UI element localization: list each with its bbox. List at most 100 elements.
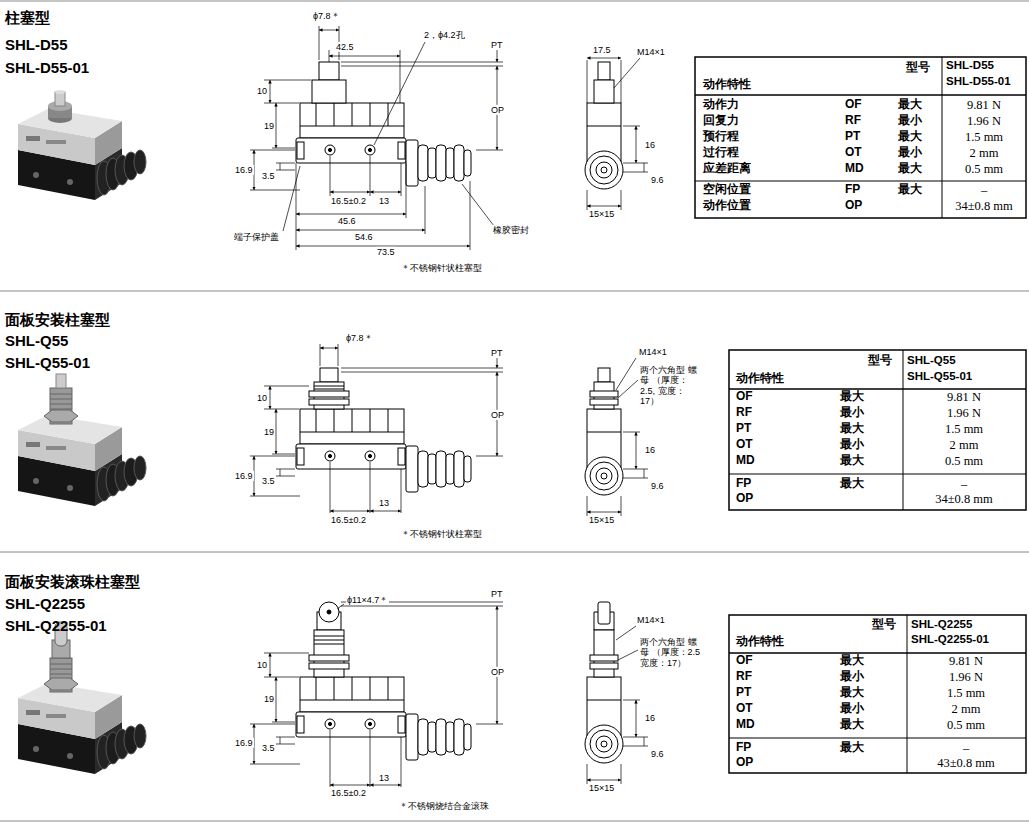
table-cell: 型号	[872, 618, 896, 632]
table-value: 1.96 N	[949, 670, 983, 684]
dimension-label: 16.9	[234, 165, 254, 175]
table-cell: 最大	[898, 162, 922, 176]
dimension-label: PT	[490, 40, 504, 50]
dimension-label: 15×15	[588, 209, 615, 219]
table-value: 1.5 mm	[965, 130, 1003, 144]
dimension-label: M14×1	[638, 347, 668, 357]
table-cell: RF	[736, 406, 752, 420]
dimension-label: 2，ϕ4.2孔	[423, 30, 466, 40]
table-cell: OP	[736, 492, 753, 506]
dimension-label: 16	[644, 713, 656, 723]
table-header: SHL-D55	[946, 59, 994, 72]
product-photo	[18, 374, 146, 506]
table-cell: 最大	[840, 718, 864, 732]
note-label: 两个六角型 螺母 （厚度：2.5 宽度：17）	[640, 637, 702, 668]
dimension-label: 73.5	[376, 247, 396, 257]
dimension-label: ＊不锈钢针状柱塞型	[400, 263, 483, 273]
dimension-label: ＊不锈钢针状柱塞型	[400, 529, 483, 539]
dimension-label: 16.5±0.2	[330, 515, 367, 525]
dimension-label: 16.5±0.2	[330, 196, 367, 206]
table-cell: OT	[736, 702, 753, 716]
table-cell: PT	[845, 130, 860, 144]
table-cell: 最小	[840, 438, 864, 452]
table-cell: OP	[845, 199, 862, 213]
section-heading: 面板安装柱塞型	[5, 311, 110, 328]
table-value: –	[961, 477, 967, 491]
dimension-label: 16.9	[234, 471, 254, 481]
table-value: 1.96 N	[947, 406, 981, 420]
dimension-label: 13	[378, 773, 390, 783]
table-cell: FP	[845, 183, 860, 197]
note-label: 两个六角型 螺母 （厚度：2.5, 宽度：17）	[640, 365, 702, 406]
table-value: 2 mm	[950, 438, 979, 452]
table-cell: 最大	[840, 741, 864, 755]
section-heading: SHL-Q2255	[5, 595, 85, 612]
dimension-label: 19	[263, 121, 275, 131]
dimension-label: 54.6	[354, 232, 374, 242]
dimension-label: OP	[490, 667, 505, 677]
dimension-label: 15×15	[588, 783, 615, 793]
table-cell: 空闲位置	[703, 183, 751, 197]
dimension-lines	[250, 26, 648, 787]
table-value: 1.5 mm	[947, 686, 985, 700]
table-value: 9.81 N	[947, 390, 981, 404]
dimension-label: PT	[490, 348, 504, 358]
dimension-label: 9.6	[650, 749, 665, 759]
dimension-label: 9.6	[650, 175, 665, 185]
table-cell: FP	[736, 741, 751, 755]
dimension-label: 16	[644, 445, 656, 455]
table-cell: 动作特性	[703, 78, 751, 92]
dimension-label: 13	[378, 498, 390, 508]
dimension-label: 16	[644, 140, 656, 150]
table-cell: OT	[736, 438, 753, 452]
table-cell: 最小	[898, 114, 922, 128]
table-value: 2 mm	[952, 702, 981, 716]
dimension-label: 9.6	[650, 481, 665, 491]
section-heading: SHL-Q2255-01	[5, 617, 107, 634]
table-cell: 最小	[840, 406, 864, 420]
table-cell: OF	[736, 654, 753, 668]
table-cell: 最大	[840, 477, 864, 491]
table-cell: 动作特性	[736, 635, 784, 649]
table-header: SHL-Q55-01	[907, 370, 972, 383]
table-cell: 最大	[840, 654, 864, 668]
dimension-label: 3.5	[261, 476, 276, 486]
dimension-label: M14×1	[636, 615, 666, 625]
table-cell: MD	[736, 454, 755, 468]
dimension-label: 16.9	[234, 738, 254, 748]
product-photo	[18, 90, 146, 200]
table-cell: PT	[736, 422, 751, 436]
table-cell: 最大	[898, 130, 922, 144]
table-value: 1.96 N	[967, 114, 1001, 128]
product-photo	[18, 622, 146, 774]
table-cell: OF	[845, 98, 862, 112]
table-cell: OP	[736, 756, 753, 770]
dimension-label: ＊不锈钢烧结合金滚珠	[398, 801, 490, 811]
dimension-label: 19	[263, 694, 275, 704]
section-heading: SHL-D55	[5, 36, 68, 53]
section-heading: 柱塞型	[5, 9, 50, 26]
table-cell: 最大	[840, 422, 864, 436]
dimension-label: 10	[256, 660, 268, 670]
dimension-label: OP	[490, 410, 505, 420]
dimension-label: 3.5	[261, 743, 276, 753]
table-value: 1.5 mm	[945, 422, 983, 436]
table-cell: 最大	[840, 454, 864, 468]
dimension-label: PT	[490, 589, 504, 599]
section-heading: SHL-Q55	[5, 332, 68, 349]
table-cell: RF	[736, 670, 752, 684]
table-cell: OT	[845, 146, 862, 160]
table-value: 9.81 N	[967, 98, 1001, 112]
actuator-outline	[309, 62, 618, 677]
table-value: 0.5 mm	[965, 162, 1003, 176]
table-cell: FP	[736, 477, 751, 491]
dimension-label: OP	[490, 105, 505, 115]
switch-outline	[296, 103, 623, 763]
table-value: –	[963, 741, 969, 755]
table-cell: 动作特性	[736, 372, 784, 386]
dimension-label: 15×15	[588, 515, 615, 525]
table-cell: 过行程	[703, 146, 739, 160]
table-value: 2 mm	[970, 146, 999, 160]
dimension-label: 16.5±0.2	[330, 788, 367, 798]
